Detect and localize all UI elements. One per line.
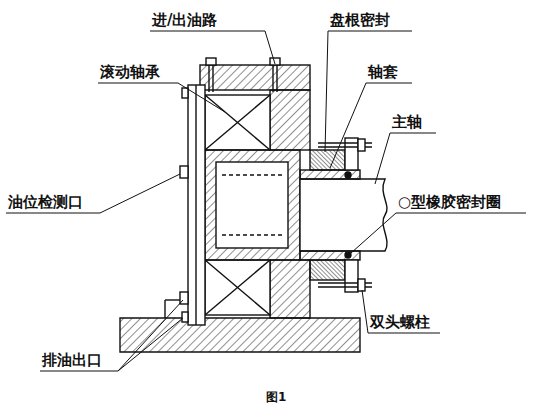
packing-seal: [310, 150, 345, 170]
shaft-journal: [205, 150, 300, 260]
shaft-sleeve: [300, 170, 360, 179]
end-cap: [195, 85, 196, 325]
shaft-journal: [205, 150, 300, 260]
part-label: ○型橡胶密封圈: [398, 193, 501, 211]
leader-line: [351, 213, 526, 253]
o-ring: [345, 252, 351, 258]
leader-line: [98, 83, 225, 112]
shaft-journal: [222, 174, 282, 175]
rolling-bearing: [205, 95, 270, 150]
end-cap: [180, 85, 205, 325]
shaft-journal: [222, 234, 282, 235]
leader-line: [150, 31, 275, 64]
end-cap: [180, 166, 188, 178]
housing-top: [206, 58, 216, 65]
part-label: 排油出口: [42, 351, 102, 369]
part-label: 盘根密封: [330, 11, 390, 29]
shaft-sleeve: [300, 170, 360, 260]
housing-wall: [270, 260, 310, 318]
housing-top: [276, 65, 277, 92]
end-cap: [182, 88, 188, 98]
o-ring: [345, 172, 351, 258]
main-shaft: [300, 179, 387, 251]
housing-top: [200, 58, 310, 92]
rolling-bearing: [205, 95, 270, 150]
leader-line: [40, 300, 183, 371]
leader-line: [375, 133, 436, 184]
base-plate: [120, 318, 360, 352]
stud-bolt: [358, 139, 365, 151]
leader-line: [325, 31, 412, 152]
part-label: 滚动轴承: [100, 63, 160, 81]
housing-top: [208, 65, 209, 92]
leader-line: [362, 290, 440, 333]
housing-wall: [270, 90, 310, 150]
leader-line: [6, 31, 526, 371]
housing-top: [212, 65, 213, 92]
part-label: 轴套: [368, 63, 398, 81]
end-cap: [188, 85, 205, 325]
rolling-bearing: [205, 95, 270, 150]
rolling-bearing: [205, 260, 270, 315]
base-plate: [120, 318, 360, 352]
part-label: 双头螺柱: [370, 313, 430, 331]
main-shaft: [300, 179, 387, 251]
figure-caption: 图1: [266, 390, 286, 404]
leader-line: [118, 318, 183, 371]
packing-seal: [310, 260, 345, 280]
rolling-bearing: [205, 260, 270, 315]
housing-wall: [165, 90, 310, 318]
housing-wall: [164, 300, 165, 318]
main-shaft: [299, 179, 300, 251]
housing-top: [200, 65, 310, 90]
housing-top: [272, 65, 273, 92]
stud-bolt: [318, 138, 372, 292]
shaft-journal: [216, 162, 288, 248]
end-cap: [182, 312, 188, 322]
rolling-bearing: [205, 260, 270, 315]
leader-line: [6, 174, 180, 213]
part-label: 主轴: [392, 113, 422, 131]
part-label: 油位检测口: [8, 193, 83, 211]
o-ring: [345, 172, 351, 178]
packing-seal: [310, 150, 345, 280]
stud-bolt: [358, 279, 365, 291]
part-label: 进/出油路: [152, 11, 217, 29]
